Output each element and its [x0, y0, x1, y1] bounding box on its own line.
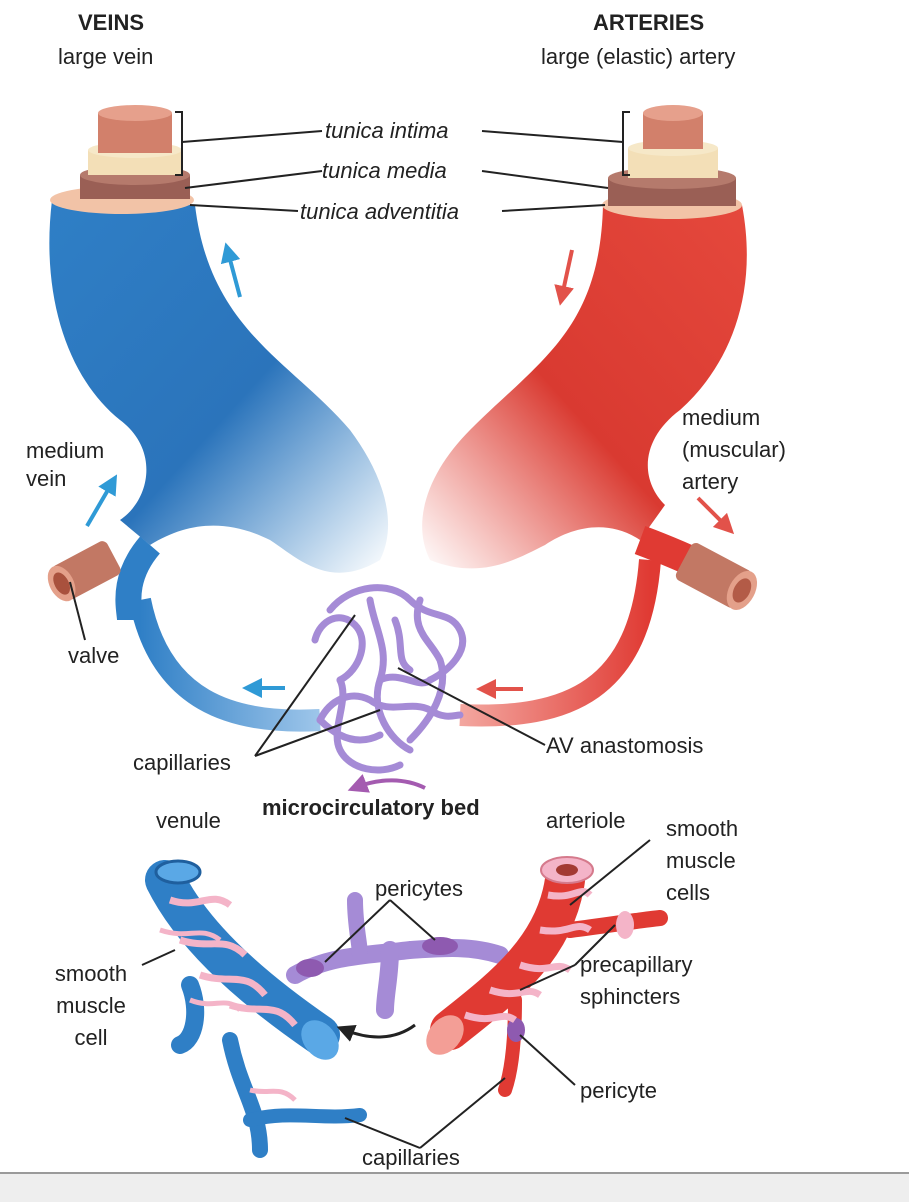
pericyte-cell-right [422, 937, 458, 955]
precapillary-sphincters-label-line1: precapillary [580, 952, 693, 977]
valve-label: valve [68, 643, 120, 668]
large-artery [422, 191, 747, 569]
av-anastomosis-label: AV anastomosis [546, 733, 704, 758]
capillaries-label-top: capillaries [133, 750, 231, 775]
large-vein [49, 186, 389, 573]
pericytes-label: pericytes [375, 876, 464, 901]
capillary-flow-arrow [347, 774, 426, 793]
medium-artery-label-line2: (muscular) [682, 437, 786, 462]
artery-layers [608, 105, 736, 206]
arteries-subheading: large (elastic) artery [541, 44, 736, 69]
vein-flow-arrow-upper [220, 242, 242, 298]
veins-subheading: large vein [58, 44, 154, 69]
vein-layers [80, 105, 190, 199]
medium-artery-arrow [696, 496, 735, 535]
arteriole-detail [426, 856, 668, 1097]
tunica-media-label: tunica media [322, 158, 447, 183]
medium-vein-arrow [85, 474, 118, 528]
smooth-muscle-cells-label-line1: smooth [666, 816, 739, 841]
pericyte-cell-left [296, 959, 324, 977]
arteriole-label: arteriole [546, 808, 626, 833]
arteriole-tube [459, 559, 661, 727]
smooth-muscle-cell-label-line2: muscle [56, 993, 126, 1018]
venule-detail [145, 859, 367, 1158]
flow-direction-arrow [336, 1023, 416, 1042]
tunica-adventitia-label: tunica adventitia [300, 199, 459, 224]
capillaries-label-bottom: capillaries [362, 1145, 460, 1170]
capillaries-detail [286, 892, 509, 1019]
capillary-network [311, 584, 467, 774]
medium-vein-cross-section [47, 541, 121, 602]
smooth-muscle-cell-label-line3: cell [74, 1025, 108, 1050]
artery-flow-arrow-upper [554, 249, 574, 306]
precapillary-sphincters-label-line2: sphincters [580, 984, 681, 1009]
venule-label: venule [156, 808, 221, 833]
medium-artery-cross-section [675, 543, 758, 610]
arteries-heading: ARTERIES [593, 10, 705, 35]
smooth-muscle-cell-label-line1: smooth [54, 961, 128, 986]
tunica-intima-label: tunica intima [325, 118, 449, 143]
medium-vein-branch [115, 536, 161, 621]
pericyte-label: pericyte [580, 1078, 658, 1103]
medium-vein-label-line2: vein [26, 466, 67, 491]
smooth-muscle-cells-label-line2: muscle [666, 848, 736, 873]
medium-artery-label-line3: artery [682, 469, 739, 494]
veins-heading: VEINS [78, 10, 145, 35]
venule-tube [129, 597, 321, 732]
bottom-bar [0, 1172, 909, 1202]
medium-vein-label-line1: medium [26, 438, 105, 463]
smooth-muscle-cells-label-line3: cells [666, 880, 711, 905]
medium-artery-label-line1: medium [682, 405, 761, 430]
microcirculatory-bed-label: microcirculatory bed [262, 795, 480, 820]
leader-lines [69, 111, 651, 1149]
